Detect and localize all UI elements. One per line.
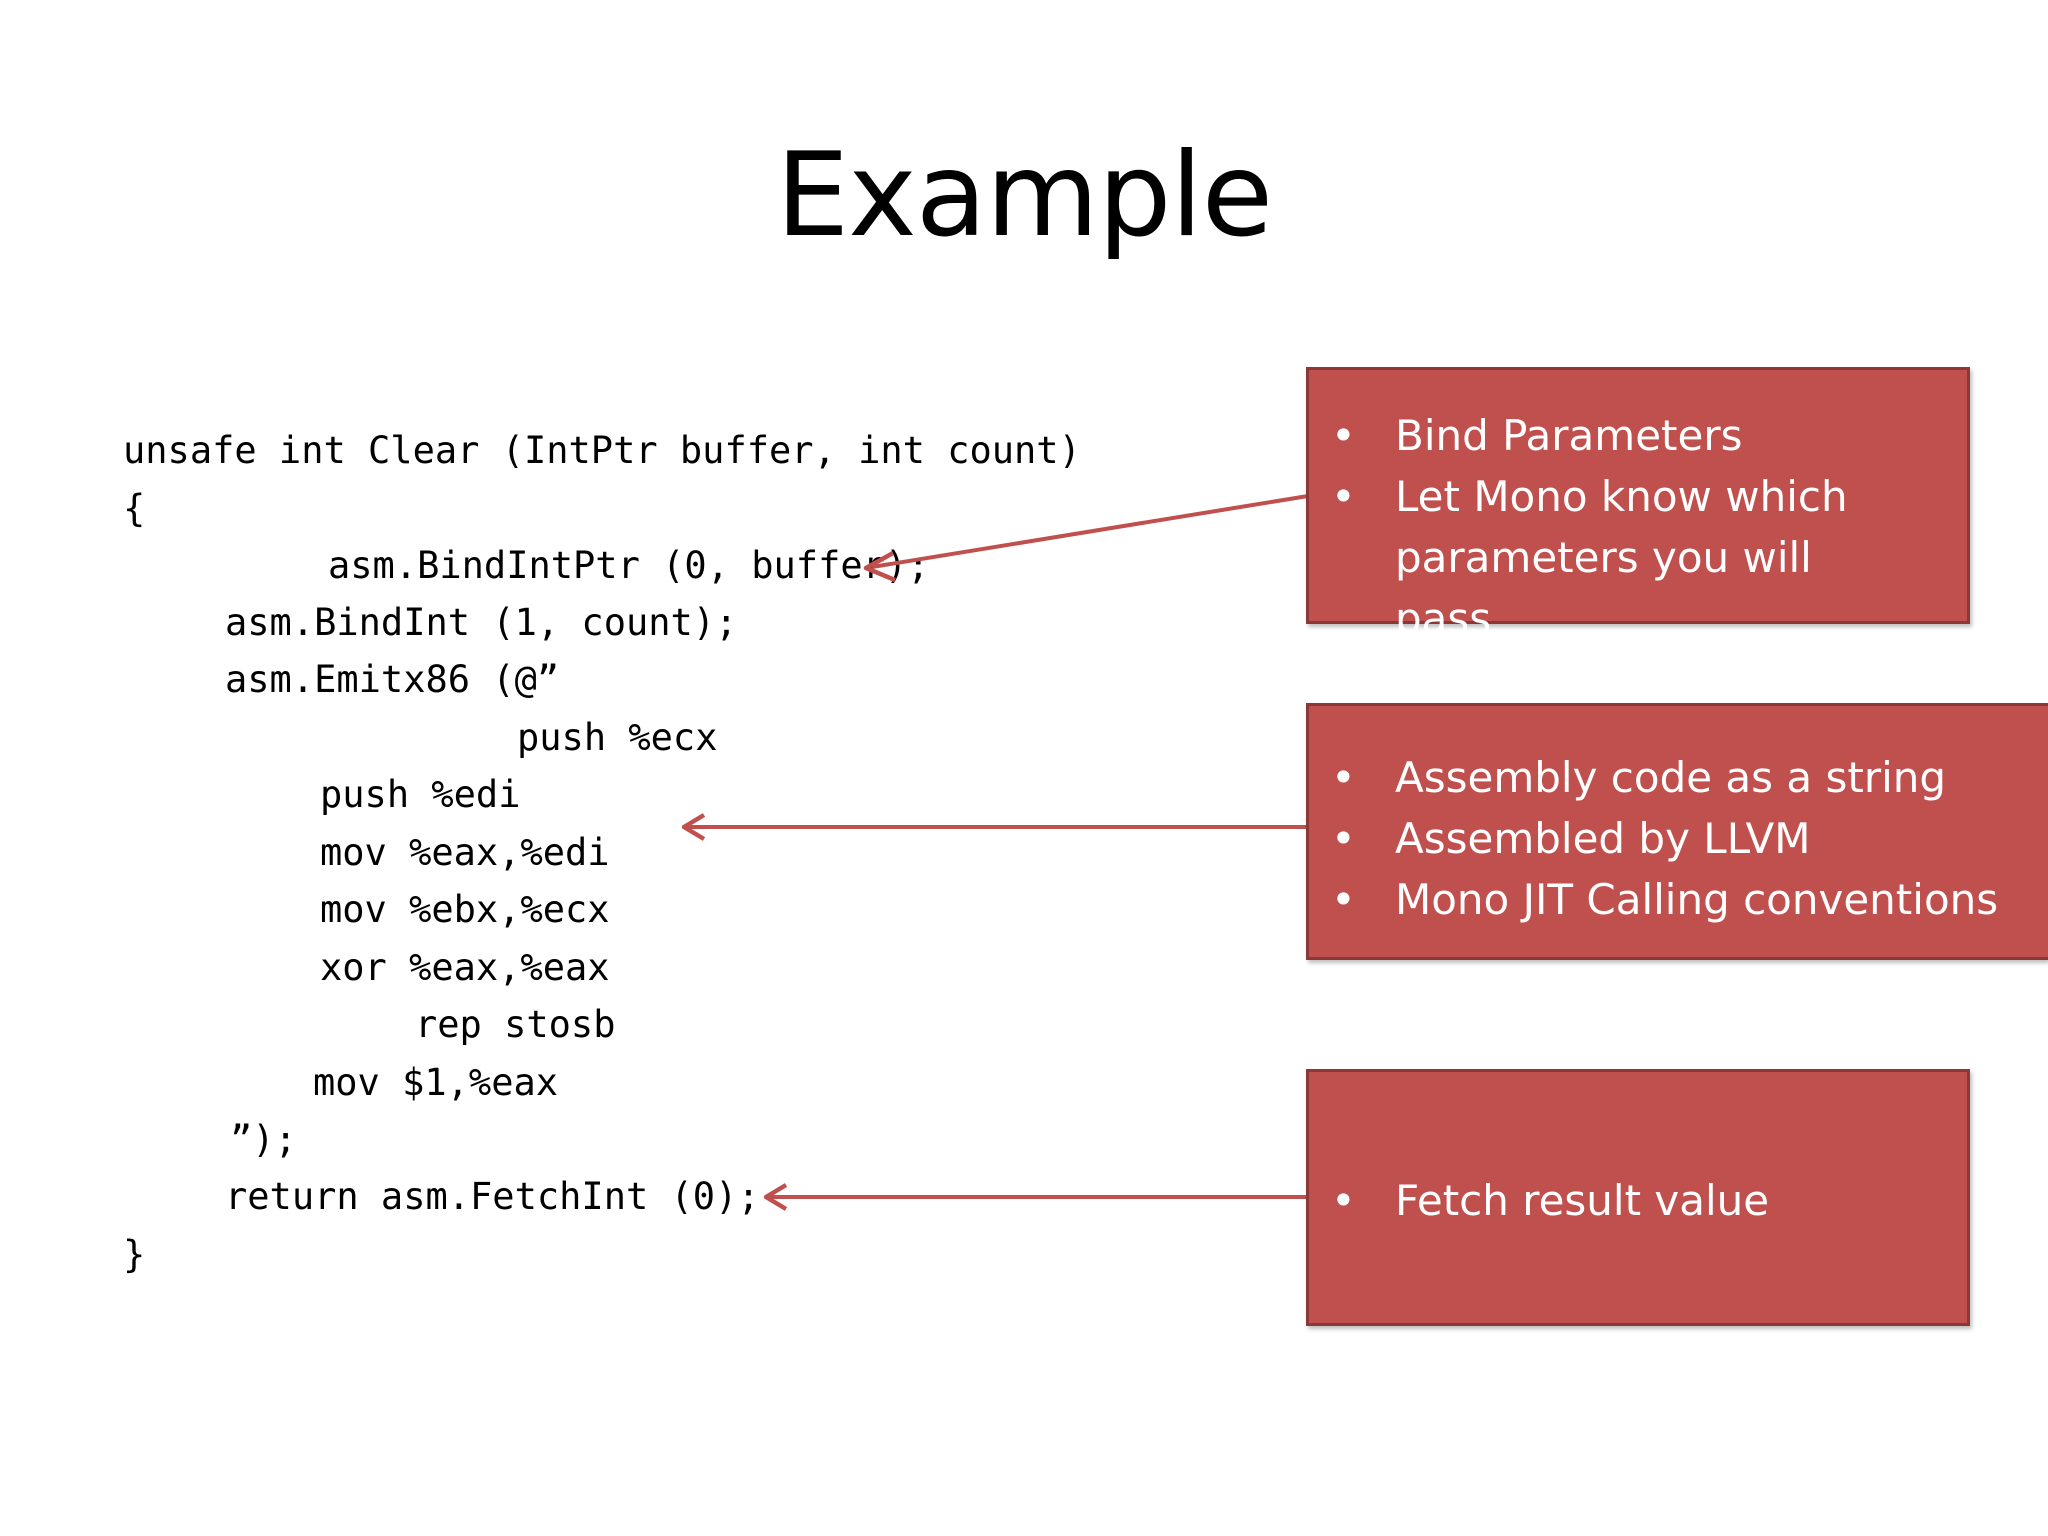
arrow-bind-parameters <box>863 494 1309 583</box>
callout-item-text: Assembled by LLVM <box>1395 814 1811 863</box>
code-line: ”); <box>230 1118 297 1161</box>
callout-assembly-code: • Assembly code as a string • Assembled … <box>1306 703 2048 960</box>
code-line: mov %ebx,%ecx <box>320 888 610 931</box>
callout-item-text: Assembly code as a string <box>1395 753 1947 802</box>
callout-bullet-item: • Assembled by LLVM <box>1309 808 2048 869</box>
arrow-fetch-result <box>763 1183 1308 1211</box>
callout-item-text: Bind Parameters <box>1395 411 1743 460</box>
callout-bullet-item: • Bind Parameters <box>1309 405 1967 466</box>
bullet-icon: • <box>1331 472 1356 521</box>
slide-title: Example <box>775 128 1273 263</box>
callout-item-text: Fetch result value <box>1395 1176 1770 1225</box>
bullet-icon: • <box>1331 1176 1356 1225</box>
callout-bind-parameters: • Bind Parameters • Let Mono know which … <box>1306 367 1970 643</box>
bullet-icon: • <box>1331 814 1356 863</box>
callout-bullet-item: • Assembly code as a string <box>1309 747 2048 808</box>
code-line: unsafe int Clear (IntPtr buffer, int cou… <box>123 429 1081 472</box>
callout-item-text: Let Mono know which parameters you will … <box>1395 472 1848 643</box>
callout-fetch-result: • Fetch result value <box>1306 1069 1970 1326</box>
code-line: return asm.FetchInt (0); <box>225 1175 760 1218</box>
callout-item-text: Mono JIT Calling conventions <box>1395 875 1999 924</box>
code-line: rep stosb <box>415 1003 616 1046</box>
callout-bullet-item: • Mono JIT Calling conventions <box>1309 869 2048 930</box>
code-line: xor %eax,%eax <box>320 946 610 989</box>
code-line: asm.BindIntPtr (0, buffer); <box>328 544 930 587</box>
bullet-icon: • <box>1331 753 1356 802</box>
code-line: mov %eax,%edi <box>320 831 610 874</box>
code-line: } <box>123 1233 146 1276</box>
bullet-icon: • <box>1331 875 1356 924</box>
callout-bullet-item: • Let Mono know which parameters you wil… <box>1309 466 1967 649</box>
code-line: push %ecx <box>517 716 718 759</box>
code-line: asm.Emitx86 (@” <box>225 658 560 701</box>
bullet-icon: • <box>1331 411 1356 460</box>
code-line: mov $1,%eax <box>313 1061 559 1104</box>
callout-bullet-item: • Fetch result value <box>1309 1170 1967 1231</box>
arrow-assembly-code <box>681 813 1308 841</box>
code-line: asm.BindInt (1, count); <box>225 601 738 644</box>
code-line: push %edi <box>320 773 521 816</box>
code-line: { <box>123 487 146 530</box>
